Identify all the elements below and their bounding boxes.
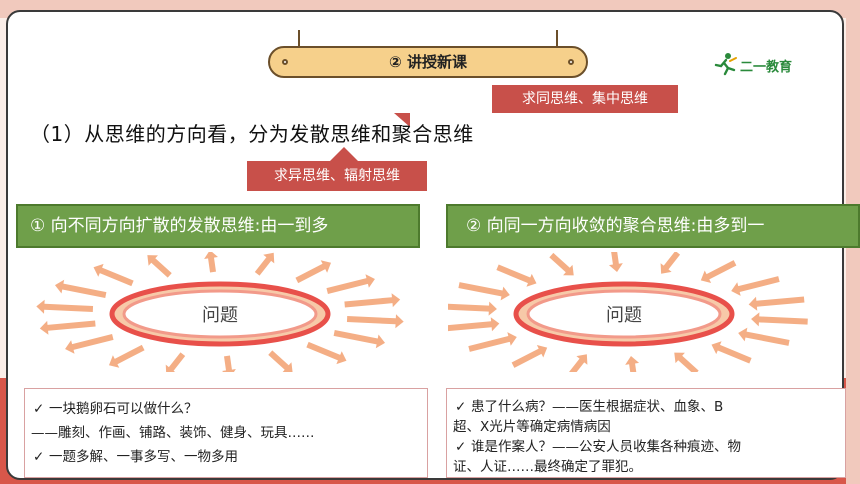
badge-dot-right — [568, 59, 574, 65]
divergent-title: ① 向不同方向扩散的发散思维:由一到多 — [16, 204, 420, 248]
divergent-examples: ✓一块鹅卵石可以做什么？——雕刻、作画、铺路、装饰、健身、玩具……✓一题多解、一… — [24, 388, 428, 478]
list-item: ——雕刻、作画、铺路、装饰、健身、玩具…… — [31, 421, 315, 441]
list-item-text: 超、X光片等确定病情病因 — [453, 419, 611, 435]
arrow-icon — [108, 344, 145, 368]
arrow-icon — [295, 260, 332, 284]
arrow-icon — [448, 301, 497, 316]
arrow-icon — [567, 354, 588, 372]
arrow-icon — [39, 320, 96, 335]
badge-hanger-left — [298, 30, 300, 48]
convergent-diagram: 问题 — [448, 252, 808, 372]
check-icon: ✓ — [455, 399, 467, 415]
list-item: ✓谁是作案人？——公安人员收集各种痕迹、物 — [455, 435, 741, 455]
arrow-icon — [165, 352, 186, 372]
arrow-icon — [254, 252, 275, 276]
arrow-icon — [625, 355, 640, 372]
arrow-icon — [608, 252, 623, 273]
list-item: 超、X光片等确定病情病因 — [453, 415, 611, 435]
check-icon: ✓ — [33, 401, 45, 417]
arrow-icon — [700, 260, 737, 283]
center-label: 问题 — [202, 305, 238, 326]
divergent-diagram: 问题 — [36, 252, 404, 372]
arrow-icon — [674, 352, 699, 372]
badge-hanger-right — [556, 30, 558, 48]
arrow-icon — [268, 350, 293, 372]
arrow-icon — [711, 341, 752, 364]
arrow-icon — [738, 327, 790, 346]
arrow-icon — [333, 330, 386, 349]
arrow-icon — [448, 317, 500, 332]
list-item-text: 患了什么病？——医生根据症状、血象、B — [471, 399, 724, 415]
list-item: ✓一块鹅卵石可以做什么？ — [33, 397, 198, 417]
arrow-icon — [147, 255, 172, 278]
section-badge: ② 讲授新课 — [268, 30, 588, 78]
arrow-icon — [93, 263, 134, 287]
main-heading: （1）从思维的方向看，分为发散思维和聚合思维 — [30, 122, 474, 146]
center-ellipse-inner — [526, 289, 722, 339]
arrow-icon — [549, 252, 574, 276]
center-ellipse-inner — [122, 289, 318, 339]
list-item: ✓患了什么病？——医生根据症状、血象、B — [455, 395, 723, 415]
brand-logo: 二一教育 — [712, 52, 822, 78]
list-item-text: 一块鹅卵石可以做什么？ — [49, 401, 198, 417]
arrow-icon — [346, 314, 404, 329]
runner-logo-icon — [714, 53, 737, 76]
list-item: 证、人证……最终确定了罪犯。 — [453, 455, 642, 475]
arrow-icon — [731, 276, 780, 296]
arrow-icon — [458, 282, 510, 301]
logo-text: 二一教育 — [740, 60, 793, 75]
arrow-icon — [496, 264, 537, 287]
arrow-icon — [748, 296, 805, 311]
callout-convergent: 求同思维、集中思维 — [492, 85, 678, 113]
arrow-icon — [511, 345, 548, 368]
arrow-icon — [751, 312, 808, 327]
arrow-icon — [222, 355, 236, 372]
list-item-text: 一题多解、一事多写、一物多用 — [49, 449, 238, 465]
arrow-icon — [344, 293, 401, 308]
list-item: ✓一题多解、一事多写、一物多用 — [33, 445, 238, 465]
list-item-text: ——雕刻、作画、铺路、装饰、健身、玩具…… — [31, 425, 315, 441]
arrow-icon — [326, 274, 375, 294]
callout-divergent: 求异思维、辐射思维 — [247, 161, 427, 191]
list-item-text: 证、人证……最终确定了罪犯。 — [453, 459, 642, 475]
arrow-icon — [36, 299, 94, 314]
check-icon: ✓ — [455, 439, 467, 455]
arrow-icon — [468, 332, 517, 352]
callout-convergent-pointer — [394, 113, 410, 127]
list-item-text: 谁是作案人？——公安人员收集各种痕迹、物 — [471, 439, 741, 455]
convergent-title: ② 向同一方向收敛的聚合思维:由多到一 — [446, 204, 860, 248]
callout-divergent-pointer — [330, 147, 358, 161]
check-icon: ✓ — [33, 449, 45, 465]
arrow-icon — [204, 252, 218, 273]
arrow-icon — [306, 341, 347, 365]
center-label: 问题 — [606, 305, 642, 326]
arrow-icon — [54, 279, 107, 298]
arrow-icon — [660, 252, 681, 274]
arrow-icon — [65, 334, 114, 354]
section-title: ② 讲授新课 — [389, 53, 467, 71]
badge-dot-left — [282, 59, 288, 65]
